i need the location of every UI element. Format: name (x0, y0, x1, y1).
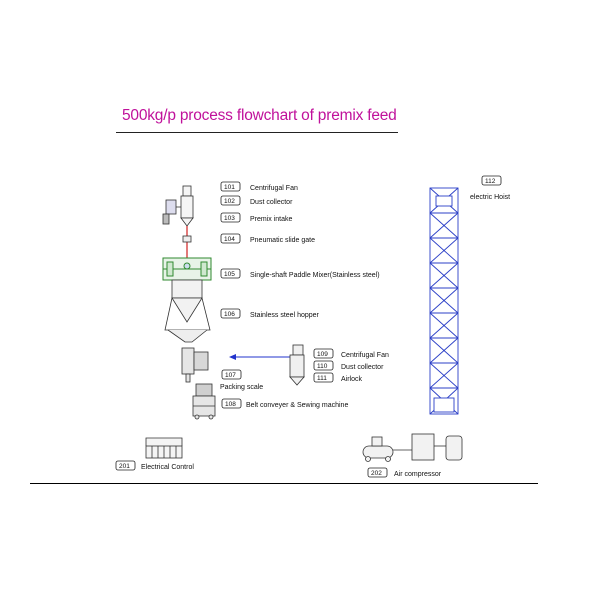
label-106: 106 Stainless steel hopper (220, 308, 320, 319)
electric-hoist-tower-icon (429, 187, 459, 415)
paddle-mixer-icon (162, 257, 212, 281)
page-title: 500kg/p process flowchart of premix feed (122, 107, 397, 124)
label-107: 107 Packing scale (220, 369, 263, 391)
svg-text:102: 102 (224, 198, 235, 205)
secondary-fan-collector-icon (289, 344, 305, 386)
svg-text:Belt conveyer & Sewing machine: Belt conveyer & Sewing machine (246, 402, 348, 409)
svg-text:101: 101 (224, 184, 235, 191)
svg-text:112: 112 (485, 178, 496, 185)
svg-text:Packing scale: Packing scale (220, 384, 263, 391)
svg-text:Airlock: Airlock (341, 376, 363, 383)
label-101: 101 Centrifugal Fan (220, 181, 298, 192)
svg-text:107: 107 (225, 372, 236, 379)
label-102: 102 Dust collector (220, 195, 293, 206)
air-compressor-icon (362, 433, 463, 462)
svg-text:Electrical Control: Electrical Control (141, 464, 194, 471)
slide-gate-icon (182, 235, 192, 243)
electrical-control-cabinet-icon (145, 437, 183, 459)
svg-text:Premix intake: Premix intake (250, 216, 293, 223)
svg-text:Stainless steel hopper: Stainless steel hopper (250, 312, 320, 319)
svg-text:105: 105 (224, 271, 235, 278)
belt-conveyor-icon (192, 383, 216, 420)
svg-text:Dust collector: Dust collector (250, 199, 293, 206)
packing-scale-icon (181, 347, 209, 383)
svg-text:Centrifugal Fan: Centrifugal Fan (250, 185, 298, 192)
svg-text:103: 103 (224, 215, 235, 222)
svg-text:104: 104 (224, 236, 235, 243)
title-underline (116, 132, 398, 133)
svg-text:Air compressor: Air compressor (394, 471, 442, 478)
svg-text:110: 110 (317, 363, 328, 370)
svg-text:electric Hoist: electric Hoist (470, 194, 510, 201)
label-110: 110 Dust collector (313, 360, 384, 371)
svg-text:201: 201 (119, 463, 130, 470)
fan-dust-collector-icon (162, 185, 194, 227)
svg-text:106: 106 (224, 311, 235, 318)
label-109: 109 Centrifugal Fan (313, 348, 389, 359)
svg-text:Pneumatic slide gate: Pneumatic slide gate (250, 237, 315, 244)
svg-text:Dust collector: Dust collector (341, 364, 384, 371)
label-104: 104 Pneumatic slide gate (220, 233, 315, 244)
svg-text:111: 111 (317, 375, 327, 382)
label-103: 103 Premix intake (220, 212, 293, 223)
label-105: 105 Single-shaft Paddle Mixer(Stainless … (220, 268, 380, 279)
label-108: 108 Belt conveyer & Sewing machine (221, 398, 348, 409)
label-112: 112 electric Hoist (470, 175, 510, 201)
svg-text:202: 202 (371, 470, 382, 477)
return-duct (229, 354, 292, 360)
bottom-divider (30, 483, 538, 484)
label-201: 201 Electrical Control (115, 460, 194, 471)
label-111: 111 Airlock (313, 372, 363, 383)
svg-text:Centrifugal Fan: Centrifugal Fan (341, 352, 389, 359)
stainless-hopper-icon (164, 279, 211, 343)
svg-text:108: 108 (225, 401, 236, 408)
label-202: 202 Air compressor (367, 467, 442, 478)
svg-text:109: 109 (317, 351, 328, 358)
svg-text:Single-shaft Paddle Mixer(Stai: Single-shaft Paddle Mixer(Stainless stee… (250, 272, 380, 279)
